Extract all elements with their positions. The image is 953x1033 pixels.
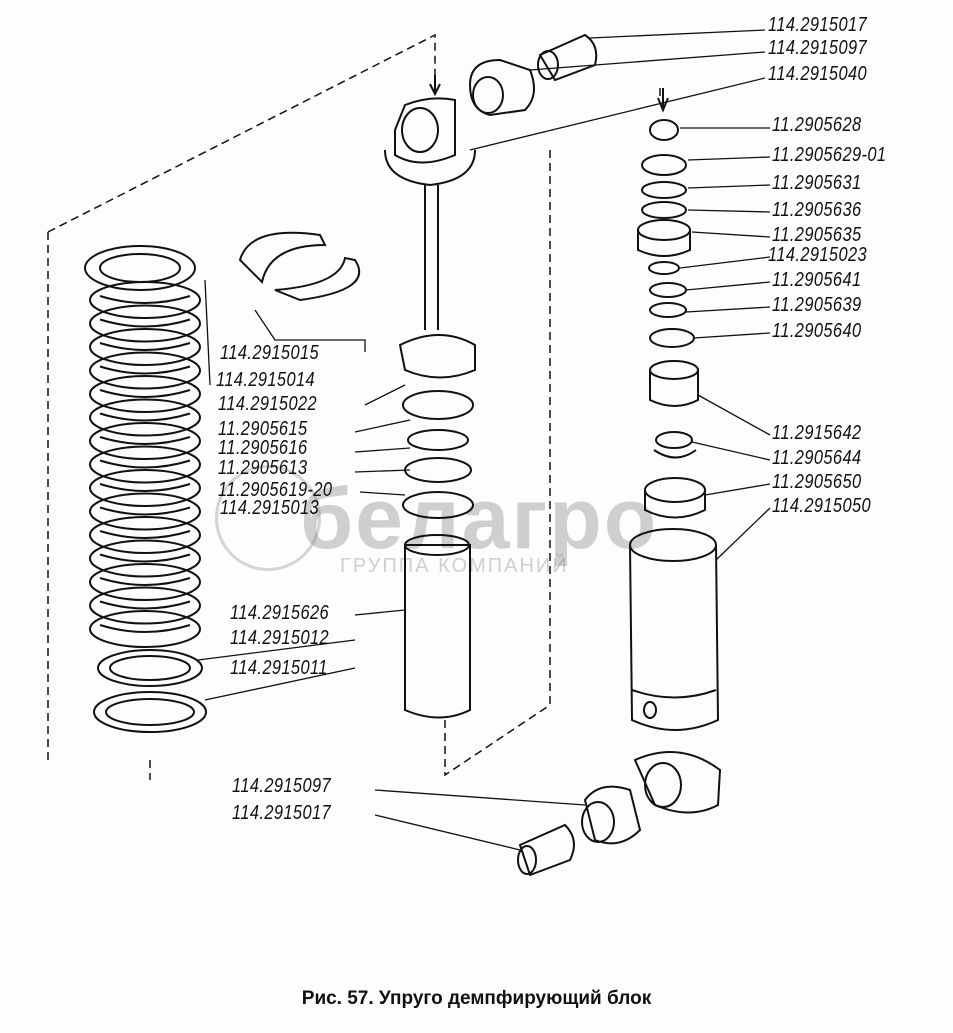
part-label: 114.2915097 (232, 775, 332, 797)
spring-coil (89, 445, 201, 484)
valve-stack (629, 119, 720, 731)
part-label: 114.2915097 (768, 37, 868, 59)
part-label: 11.2905644 (772, 447, 862, 469)
spring-washer (93, 691, 207, 733)
part-label: 11.2915642 (772, 422, 862, 444)
part-label: 11.2905650 (772, 471, 862, 493)
bottom-eye (633, 751, 722, 814)
part-label: 11.2905636 (772, 199, 862, 221)
spring-coil (89, 375, 201, 413)
top-eye (384, 97, 476, 187)
part-label: 11.2905613 (218, 457, 308, 479)
part-label: 11.2905616 (218, 437, 308, 459)
spring-coil-inner (99, 624, 191, 633)
watermark-logo-icon (215, 465, 321, 571)
part-label: 114.2915050 (772, 495, 872, 517)
part-label: 11.2905635 (772, 224, 862, 246)
part-label: 114.2915017 (768, 14, 868, 36)
watermark-brand: белагро (300, 471, 659, 567)
part-label: 114.2915014 (216, 369, 316, 391)
spring-coil (89, 563, 201, 601)
spring-coil-inner (99, 577, 191, 586)
spring-coil (89, 492, 201, 531)
part-label: 11.2905629-01 (772, 144, 887, 166)
spring-coil (89, 469, 201, 507)
part-label: 114.2915015 (220, 342, 320, 364)
spring-coil-inner (99, 389, 191, 398)
spring-coil-inner (99, 295, 191, 304)
watermark-subtitle: ГРУППА КОМПАНИЙ (340, 555, 569, 577)
part-label: 11.2905631 (772, 172, 862, 194)
part-label: 11.2905639 (772, 294, 862, 316)
figure-caption: Рис. 57. Упруго демпфирующий блок (301, 988, 652, 1009)
part-label: 11.2905619-20 (218, 479, 333, 501)
spring-coil (89, 351, 201, 390)
part-label: 11.2905641 (772, 269, 862, 291)
spring-seat (97, 649, 203, 687)
spring-coil-inner (99, 365, 191, 375)
spring-coil (89, 422, 201, 460)
spring-coil-inner (99, 553, 191, 563)
cylinder-tube (404, 544, 471, 719)
spring-coil-inner (99, 600, 191, 610)
sleeve (518, 823, 575, 877)
part-label: 114.2915012 (230, 627, 330, 649)
part-label: 114.2915626 (230, 602, 330, 624)
spring-coil (89, 281, 201, 319)
part-label: 114.2915011 (230, 657, 328, 679)
spring-coil (89, 398, 201, 437)
part-label: 114.2915040 (768, 63, 868, 85)
assembly-lines (47, 33, 661, 780)
spring-coil-inner (99, 318, 191, 328)
spring-coil (89, 586, 201, 625)
part-label: 114.2915013 (220, 497, 320, 519)
spring-coil-inner (99, 506, 191, 516)
sleeve (538, 33, 598, 82)
part-label: 114.2915022 (218, 393, 318, 415)
leader-lines (197, 29, 771, 851)
part-label: 11.2905640 (772, 320, 862, 342)
rod-guide (398, 334, 476, 379)
spring-coil (89, 328, 201, 366)
spring-coil-inner (99, 436, 191, 445)
spring-coil-inner (99, 412, 191, 422)
spring-coil (89, 539, 201, 578)
spring-coil-inner (99, 342, 191, 351)
part-label: 11.2905628 (772, 114, 862, 136)
spring-coil-inner (99, 530, 191, 539)
spring-coil (89, 304, 201, 343)
part-label: 114.2915023 (768, 244, 868, 266)
bushing (583, 785, 642, 845)
spring-coil (89, 610, 201, 648)
spring-coil-inner (99, 483, 191, 492)
part-label: 11.2905615 (218, 418, 308, 440)
piston-rod (424, 185, 439, 330)
part-label: 114.2915017 (232, 802, 332, 824)
arrow-icon (429, 75, 441, 97)
split-ring (238, 231, 327, 285)
spring-coil-inner (99, 459, 191, 469)
coil-spring (84, 245, 196, 291)
spring-coil (89, 516, 201, 554)
